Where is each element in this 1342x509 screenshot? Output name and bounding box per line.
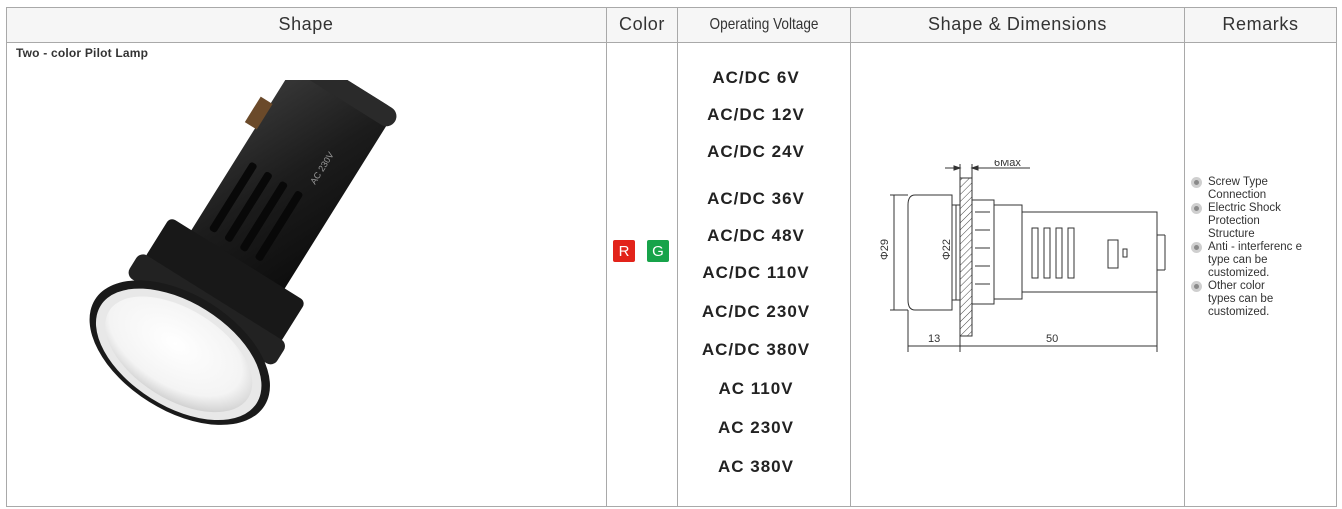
dim-6max: 6Max [994,160,1021,169]
voltage-item: AC/DC 230V [701,302,811,321]
column-divider [1184,7,1185,507]
dim-outer-diameter: Φ29 [879,239,891,260]
spec-table: Shape Color Operating Voltage Shape & Di… [6,7,1337,507]
voltage-item: AC/DC 36V [707,189,805,208]
bullet-icon [1191,177,1202,188]
remark-item: Screw Type Connection [1190,176,1330,202]
color-badge-red: R [613,240,635,262]
dim-inner-diameter: Φ22 [941,239,953,260]
voltage-item: AC 380V [718,457,794,476]
table-border-left [6,7,7,507]
remark-item: Anti - interferenc e type can be customi… [1190,241,1330,280]
voltage-item: AC/DC 12V [707,105,805,124]
header-shape: Shape [278,14,334,34]
voltage-item: AC/DC 380V [701,340,811,359]
bullet-icon [1191,281,1202,292]
column-divider [850,7,851,507]
column-divider [606,7,607,507]
remarks-list: Screw Type Connection Electric Shock Pro… [1190,176,1330,319]
table-border-bottom [6,506,1337,507]
voltage-item: AC/DC 6V [712,68,800,87]
table-border-top [6,7,1337,8]
dimension-drawing: 6Max Φ29 Φ22 13 50 [879,160,1166,352]
header-voltage: Operating Voltage [709,15,819,33]
remark-item: Other color types can be customized. [1190,280,1330,319]
product-title: Two - color Pilot Lamp [16,46,149,60]
voltage-item: AC/DC 110V [702,263,810,282]
voltage-item: AC 230V [718,418,794,437]
header-remarks: Remarks [1222,14,1299,34]
pilot-lamp-photo: AC 230V [89,80,397,425]
header-dimensions: Shape & Dimensions [928,14,1107,34]
column-divider [677,7,678,507]
color-badge-green: G [647,240,669,262]
voltage-item: AC/DC 48V [707,226,805,245]
header-color: Color [618,14,665,34]
bullet-icon [1191,203,1202,214]
header-row [6,7,1337,42]
header-divider [6,42,1337,43]
bullet-icon [1191,242,1202,253]
dim-front-length: 13 [928,333,940,345]
voltage-item: AC/DC 24V [707,142,805,161]
dim-body-length: 50 [1046,333,1058,345]
voltage-item: AC 110V [718,379,794,398]
table-border-right [1336,7,1337,507]
remark-item: Electric Shock Protection Structure [1190,202,1330,241]
